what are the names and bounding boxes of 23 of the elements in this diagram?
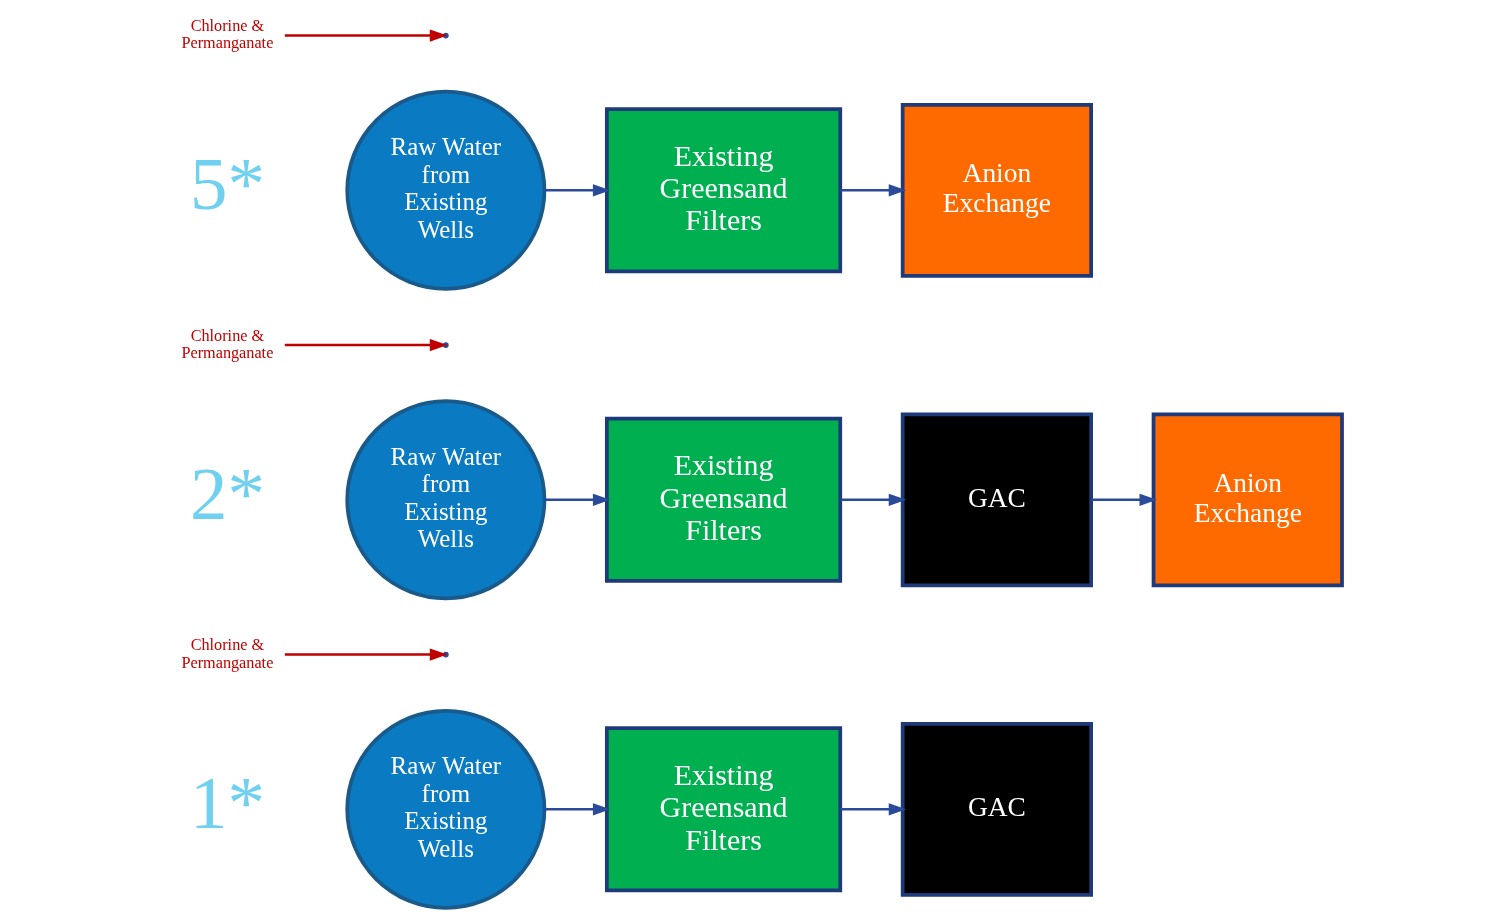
arrow [544, 493, 610, 506]
arrow [1090, 493, 1157, 506]
node-box: Existing Greensand Filters [604, 107, 842, 274]
label: 2* [189, 451, 265, 535]
node-box: Anion Exchange [1151, 412, 1344, 588]
arrow [544, 184, 610, 197]
node-text: Chlorine & Permanganate [180, 17, 273, 53]
node-circle: Raw Water from Existing Wells [344, 708, 546, 910]
arrow [544, 803, 610, 816]
arrow [839, 493, 906, 506]
node-box: GAC [900, 412, 1093, 588]
label: 5* [189, 142, 265, 225]
node-text: Chlorine & Permanganate [180, 326, 273, 363]
node-box: GAC [900, 722, 1093, 897]
node-box: Existing Greensand Filters [604, 726, 842, 893]
arrow [839, 803, 906, 816]
node-box: Existing Greensand Filters [604, 416, 842, 583]
node-box: Anion Exchange [900, 102, 1093, 278]
node-text: Chlorine & Permanganate [180, 636, 273, 672]
label: 1* [189, 761, 265, 845]
arrow [839, 184, 906, 197]
node-circle: Raw Water from Existing Wells [344, 89, 546, 291]
node-circle: Raw Water from Existing Wells [344, 399, 546, 601]
